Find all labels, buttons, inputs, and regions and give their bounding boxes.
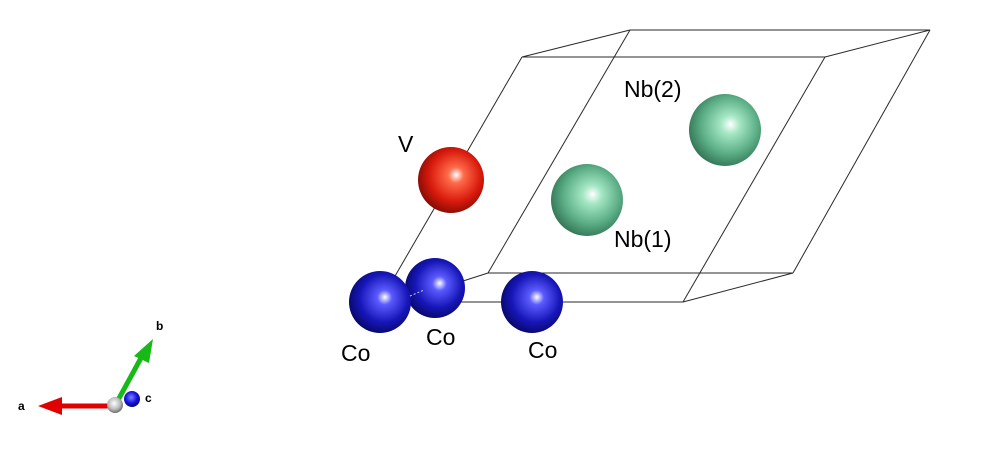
axis-origin: [107, 397, 123, 413]
cell-edge: [487, 29, 631, 274]
niobium-atom-2: [689, 94, 761, 166]
niobium-atom-1: [551, 164, 623, 236]
label-co-left: Co: [341, 340, 370, 366]
cobalt-atom-left: [349, 271, 411, 333]
cell-edge: [792, 29, 931, 274]
label-nb2: Nb(2): [624, 76, 682, 102]
cell-edge: [682, 56, 826, 303]
vanadium-atom: [418, 147, 484, 213]
label-v: V: [398, 131, 414, 157]
b-axis-arrowhead: [134, 339, 153, 363]
label-co-right: Co: [528, 337, 557, 363]
atoms: [349, 94, 761, 333]
cell-edge: [824, 29, 931, 58]
cobalt-atom-right: [501, 271, 563, 333]
co-bond-hint: [409, 289, 425, 297]
b-axis-label: b: [156, 319, 163, 333]
label-co-mid: Co: [426, 324, 455, 350]
label-nb1: Nb(1): [614, 226, 672, 252]
axis-triad: a b c: [18, 319, 163, 415]
atom-labels: V Nb(2) Nb(1) Co Co Co: [341, 76, 682, 366]
c-axis-marker: [124, 391, 140, 407]
cell-edge: [682, 272, 794, 303]
a-axis-label: a: [18, 399, 25, 413]
cell-edge: [521, 29, 631, 58]
c-axis-label: c: [145, 391, 152, 405]
b-axis-arrow: [114, 356, 144, 404]
a-axis-arrowhead: [38, 397, 62, 415]
cobalt-atom-back: [405, 258, 465, 318]
